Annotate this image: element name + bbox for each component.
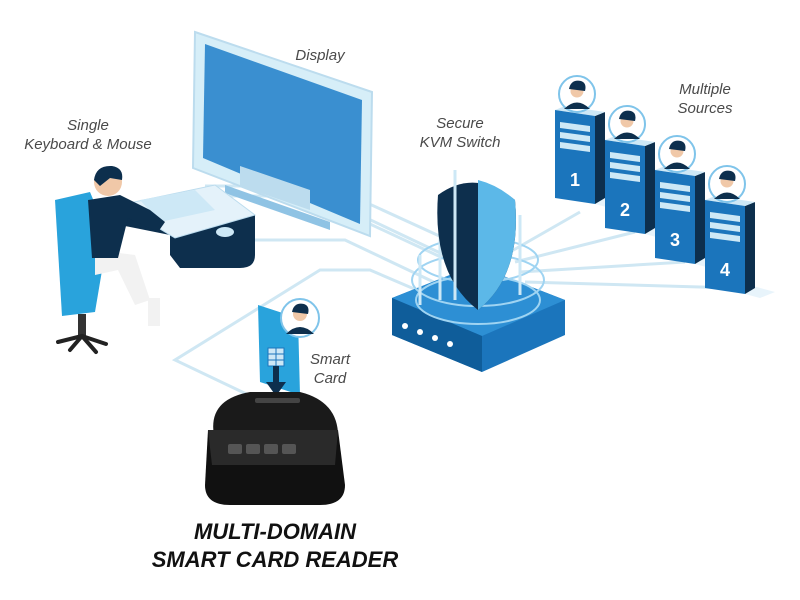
keyboard-mouse-label: Single Keyboard & Mouse — [8, 116, 168, 154]
product-title: MULTI-DOMAIN SMART CARD READER — [150, 518, 400, 574]
card-reader-icon — [205, 392, 345, 505]
kvm-switch-label: Secure KVM Switch — [400, 114, 520, 152]
smart-card-label-line2: Card — [313, 370, 347, 387]
avatar-icon — [708, 165, 746, 203]
avatar-icon — [608, 105, 646, 143]
server-tower-icon: 4 — [705, 165, 775, 298]
shield-icon — [437, 170, 516, 310]
smart-card-label-line1: Smart — [309, 351, 350, 368]
kvm-switch-label-line2: KVM Switch — [419, 134, 501, 151]
person-at-desk-icon — [55, 165, 165, 354]
sources-label-line1: Multiple — [679, 81, 731, 98]
display-label-text: Display — [295, 47, 345, 64]
insert-arrow-icon — [266, 366, 286, 396]
server-tower-icon: 2 — [605, 105, 675, 238]
source-number: 1 — [570, 170, 580, 190]
source-number: 3 — [670, 230, 680, 250]
monitor-icon — [191, 30, 374, 238]
sources-label-line2: Sources — [677, 100, 733, 117]
keyboard-mouse-label-line1: Single — [67, 117, 109, 134]
server-tower-icon: 1 — [555, 75, 625, 208]
kvm-switch-label-line1: Secure — [436, 115, 484, 132]
source-towers: 1 2 3 4 — [555, 75, 775, 298]
product-title-line1: MULTI-DOMAIN — [193, 519, 357, 544]
avatar-icon — [558, 75, 596, 113]
product-title-line2: SMART CARD READER — [151, 547, 399, 572]
source-number: 2 — [620, 200, 630, 220]
avatar-icon — [280, 298, 320, 338]
sources-label: Multiple Sources — [650, 80, 760, 118]
display-label: Display — [270, 46, 370, 65]
source-number: 4 — [720, 260, 730, 280]
smart-card-label: Smart Card — [300, 350, 360, 388]
avatar-icon — [658, 135, 696, 173]
keyboard-mouse-label-line2: Keyboard & Mouse — [24, 136, 152, 153]
